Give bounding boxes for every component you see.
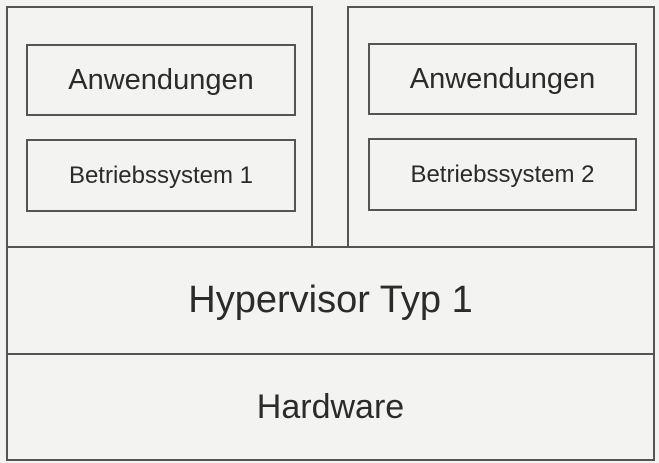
vm-2-applications-box: Anwendungen: [368, 43, 637, 115]
vm-2-applications-label: Anwendungen: [409, 62, 596, 95]
vm-2-os-box: Betriebssystem 2: [368, 138, 637, 211]
hypervisor-label: Hypervisor Typ 1: [188, 279, 473, 321]
vm-1-os-label: Betriebssystem 1: [68, 161, 254, 189]
hypervisor-layer: Hypervisor Typ 1: [6, 246, 655, 355]
hardware-layer: Hardware: [6, 353, 655, 461]
vm-2-os-label: Betriebssystem 2: [410, 160, 595, 188]
vm-1-applications-box: Anwendungen: [26, 44, 296, 116]
hardware-label: Hardware: [256, 387, 405, 426]
vm-1-os-box: Betriebssystem 1: [26, 139, 296, 212]
vm-1-applications-label: Anwendungen: [68, 63, 254, 96]
